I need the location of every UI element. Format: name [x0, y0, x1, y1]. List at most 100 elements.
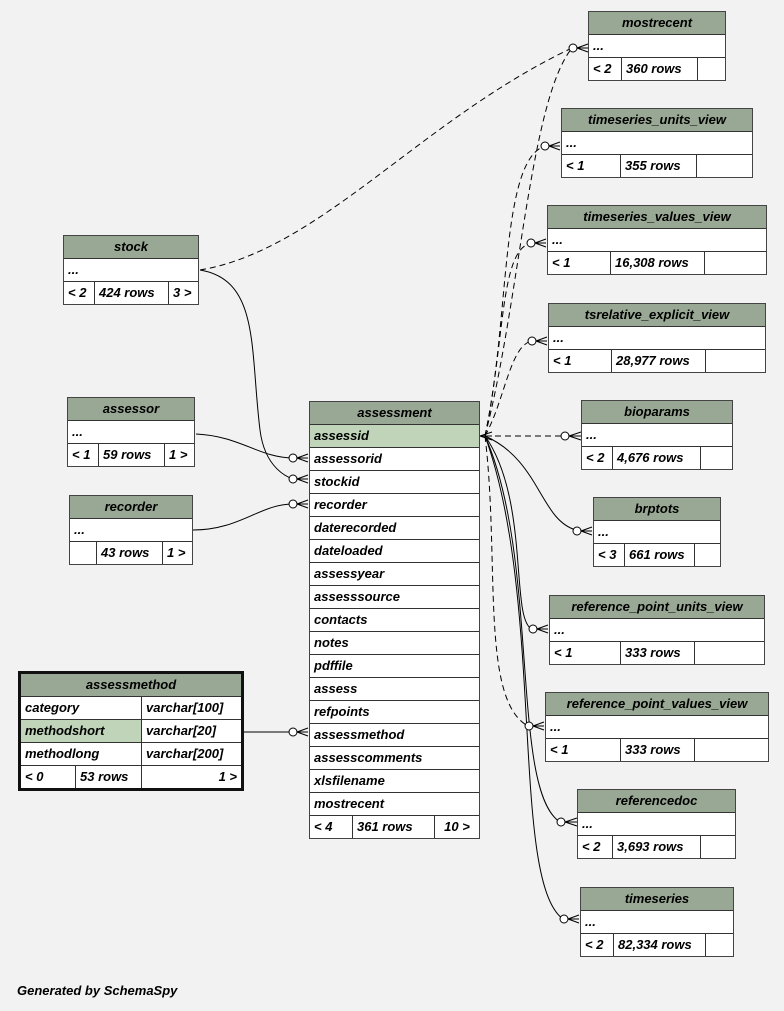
- parents-count[interactable]: < 1: [566, 158, 585, 173]
- parents-count[interactable]: < 2: [593, 61, 612, 76]
- parents-count[interactable]: < 2: [582, 839, 601, 854]
- children-count[interactable]: [694, 642, 764, 664]
- children-count[interactable]: 1 >: [141, 766, 241, 788]
- children-count[interactable]: [705, 934, 733, 956]
- table-title[interactable]: referencedoc: [615, 793, 698, 808]
- parents-count[interactable]: < 1: [553, 353, 572, 368]
- row-count: 43 rows: [96, 542, 162, 564]
- row-count: 424 rows: [94, 282, 168, 304]
- children-count[interactable]: [700, 836, 735, 858]
- column-category[interactable]: category: [25, 700, 80, 715]
- table-title[interactable]: timeseries_values_view: [583, 209, 731, 224]
- children-count[interactable]: 1 >: [164, 444, 194, 466]
- parents-count[interactable]: < 2: [585, 937, 604, 952]
- link-assessor: [195, 433, 294, 459]
- children-count[interactable]: 3 >: [168, 282, 198, 304]
- column-xlsfilename[interactable]: xlsfilename: [314, 773, 385, 788]
- row-count: 16,308 rows: [610, 252, 704, 274]
- column-assessorid[interactable]: assessorid: [314, 451, 382, 466]
- table-title[interactable]: stock: [114, 239, 148, 254]
- children-count[interactable]: [697, 58, 725, 80]
- column-mostrecent[interactable]: mostrecent: [314, 796, 385, 811]
- parents-count[interactable]: < 0: [25, 769, 44, 784]
- table-title[interactable]: tsrelative_explicit_view: [584, 307, 730, 322]
- ellipsis: ...: [598, 524, 609, 539]
- column-methodlong[interactable]: methodlong: [25, 746, 100, 761]
- table-title[interactable]: mostrecent: [621, 15, 693, 30]
- parents-count[interactable]: < 2: [68, 285, 87, 300]
- column-assessid[interactable]: assessid: [314, 428, 369, 443]
- column-assess[interactable]: assess: [314, 681, 358, 696]
- link-timeseries-values: [484, 242, 532, 437]
- ellipsis: ...: [586, 427, 597, 442]
- children-count[interactable]: [704, 252, 766, 274]
- ellipsis: ...: [68, 262, 79, 277]
- table-title[interactable]: reference_point_values_view: [566, 696, 748, 711]
- column-type: varchar[200]: [141, 743, 241, 765]
- table-title[interactable]: assessmethod: [85, 677, 177, 692]
- column-methodshort[interactable]: methodshort: [21, 720, 141, 742]
- table-assessment[interactable]: assessment assessid assessorid stockid r…: [309, 401, 480, 839]
- table-title[interactable]: brptots: [634, 501, 680, 516]
- table-title[interactable]: timeseries: [624, 891, 690, 906]
- parents-count[interactable]: < 1: [72, 447, 91, 462]
- parents-count[interactable]: < 1: [554, 645, 573, 660]
- link-recorder: [192, 503, 294, 531]
- column-assesscomments[interactable]: assesscomments: [314, 750, 423, 765]
- children-count[interactable]: 10 >: [434, 816, 479, 838]
- column-daterecorded[interactable]: daterecorded: [314, 520, 397, 535]
- row-count: 59 rows: [98, 444, 164, 466]
- parents-count[interactable]: < 1: [552, 255, 571, 270]
- ellipsis: ...: [566, 135, 577, 150]
- link-mostrecent: [199, 47, 573, 271]
- column-contacts[interactable]: contacts: [314, 612, 368, 627]
- column-type: varchar[20]: [141, 720, 241, 742]
- column-recorder[interactable]: recorder: [314, 497, 367, 512]
- parents-count[interactable]: [70, 542, 96, 564]
- column-refpoints[interactable]: refpoints: [314, 704, 370, 719]
- column-assessyear[interactable]: assessyear: [314, 566, 385, 581]
- children-count[interactable]: [694, 544, 720, 566]
- children-count[interactable]: 1 >: [162, 542, 192, 564]
- table-title[interactable]: reference_point_units_view: [571, 599, 743, 614]
- table-title[interactable]: bioparams: [624, 404, 690, 419]
- column-dateloaded[interactable]: dateloaded: [314, 543, 383, 558]
- row-count: 28,977 rows: [611, 350, 705, 372]
- table-title[interactable]: assessor: [102, 401, 160, 416]
- row-count: 82,334 rows: [613, 934, 705, 956]
- column-assesssource[interactable]: assesssource: [314, 589, 401, 604]
- link-tsrelative: [484, 340, 533, 437]
- parents-count[interactable]: < 1: [550, 742, 569, 757]
- children-count[interactable]: [696, 155, 752, 177]
- parents-count[interactable]: < 2: [586, 450, 605, 465]
- children-count[interactable]: [705, 350, 765, 372]
- column-pdffile[interactable]: pdffile: [314, 658, 353, 673]
- column-assessmethod[interactable]: assessmethod: [314, 727, 405, 742]
- children-count[interactable]: [694, 739, 768, 761]
- parents-count[interactable]: < 4: [314, 819, 333, 834]
- table-title[interactable]: timeseries_units_view: [587, 112, 727, 127]
- column-notes[interactable]: notes: [314, 635, 349, 650]
- table-title[interactable]: assessment: [357, 405, 432, 420]
- parents-count[interactable]: < 3: [598, 547, 617, 562]
- column-stockid[interactable]: stockid: [314, 474, 360, 489]
- link-refpoint-values: [484, 435, 529, 727]
- row-count: 360 rows: [621, 58, 697, 80]
- children-count[interactable]: [700, 447, 732, 469]
- table-title[interactable]: recorder: [104, 499, 158, 514]
